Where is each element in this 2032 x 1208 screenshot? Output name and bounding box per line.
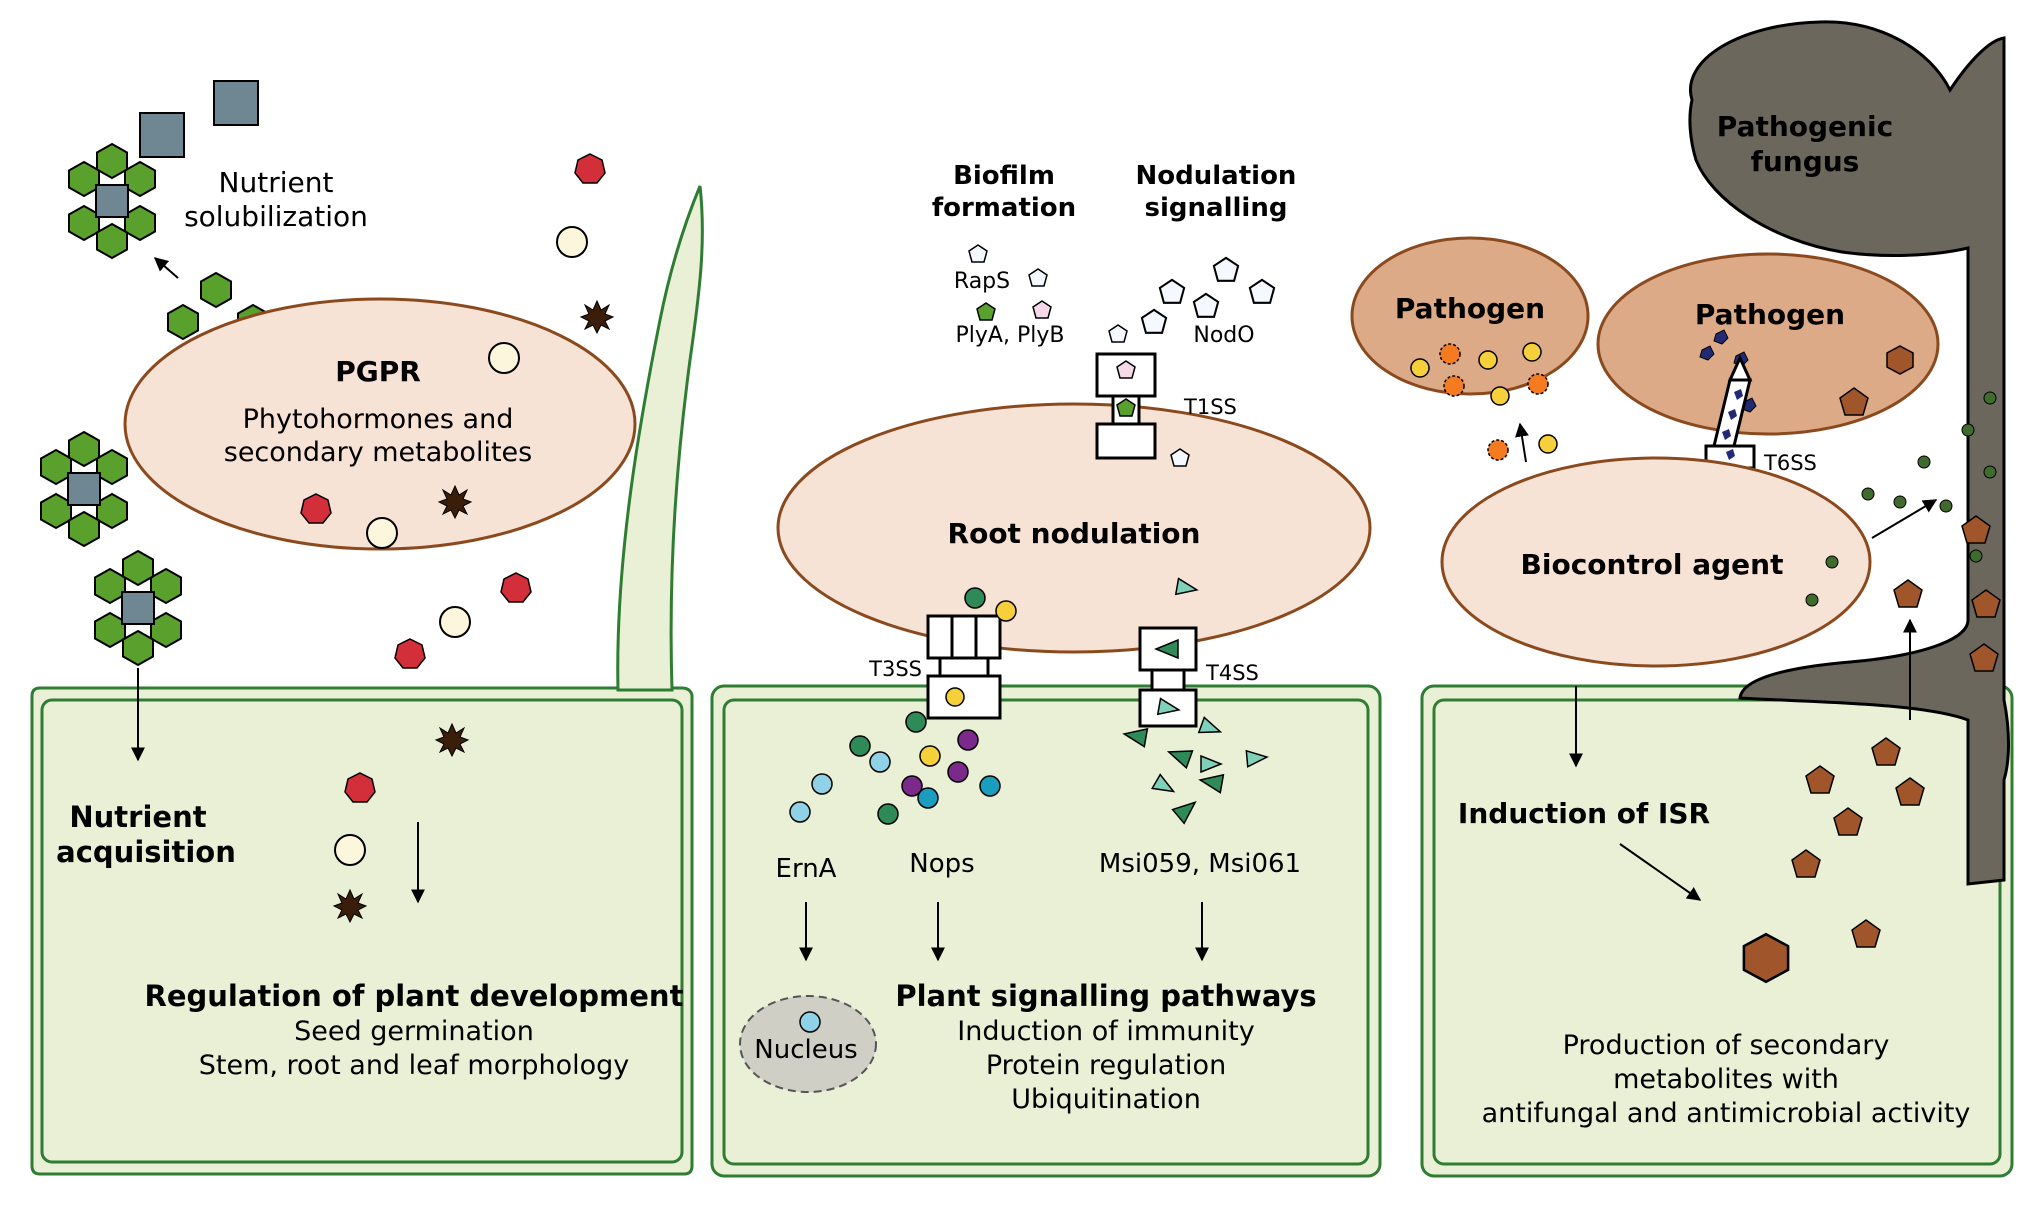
plant-cell-right [1420, 684, 2014, 1178]
t1ss-label: T1SS [1183, 395, 1237, 419]
pathogen-2 [1596, 252, 1940, 436]
nucleus [739, 995, 877, 1093]
plant-cell-left [30, 686, 694, 1176]
competition-arrow [1871, 499, 1938, 539]
secreted-particle [1487, 439, 1509, 461]
erna-in-nucleus [799, 1011, 821, 1033]
biofilm-label-2: formation [932, 193, 1076, 223]
nodulation-signalling-label-2: signalling [1145, 193, 1288, 223]
effector-dot [964, 587, 986, 609]
nodo-label: NodO [1193, 323, 1254, 348]
nutrient-acquisition-label-2: acquisition [56, 835, 236, 869]
regulation-title: Regulation of plant development [145, 979, 684, 1013]
nutrient-solubilization-label-2: solubilization [184, 200, 368, 233]
biocontrol-particles [1805, 455, 1931, 607]
pathogenic-fungus-label-2: fungus [1751, 145, 1860, 178]
t3ss-secretion-system [926, 614, 1002, 720]
fungus-internal-particles [1939, 391, 2001, 672]
nutrient-acquisition-label-1: Nutrient [69, 800, 206, 834]
regulation-item-1: Seed germination [294, 1016, 534, 1047]
raps-label: RapS [954, 269, 1010, 294]
nutrient-solubilization-label-1: Nutrient [219, 166, 334, 199]
t4ss-secretion-system [1138, 626, 1198, 728]
pgpr-text-2: secondary metabolites [224, 437, 532, 468]
regulation-item-2: Stem, root and leaf morphology [199, 1050, 629, 1081]
induction-isr-label: Induction of ISR [1458, 797, 1710, 830]
production-line-1: Production of secondary [1563, 1030, 1890, 1061]
production-line-3: antifungal and antimicrobial activity [1482, 1098, 1971, 1129]
pathogen-2-label: Pathogen [1695, 298, 1845, 331]
secreted-particle [1538, 434, 1558, 454]
pathogen-1-particles [1410, 342, 1549, 406]
plya-plyb-label: PlyA, PlyB [956, 323, 1065, 348]
root-nodulation-label: Root nodulation [948, 517, 1201, 550]
hexagon-cluster-icon [69, 144, 155, 258]
t1ss-secretion-system [1095, 352, 1157, 460]
msi-label: Msi059, Msi061 [1099, 849, 1301, 879]
root-hair [616, 185, 704, 692]
nucleus-label: Nucleus [754, 1035, 857, 1065]
t6ss-label: T6SS [1763, 451, 1817, 475]
pgpr-title: PGPR [335, 355, 421, 388]
solubilization-arrow [153, 257, 179, 279]
brown-metabolite [1893, 579, 1923, 608]
effector-dot [995, 600, 1017, 622]
hexagon-cluster-icon [95, 551, 181, 665]
biofilm-molecules [968, 244, 1052, 321]
pgpr-text-1: Phytohormones and [243, 404, 514, 435]
production-line-2: metabolites with [1613, 1064, 1839, 1095]
nops-label: Nops [909, 849, 974, 879]
nops-effectors [789, 711, 1001, 825]
hexagon-cluster-icon [41, 432, 127, 546]
signalling-item-1: Induction of immunity [957, 1016, 1254, 1047]
pathogenic-fungus [1688, 20, 2010, 886]
signalling-item-3: Ubiquitination [1011, 1084, 1201, 1115]
metabolite-production-arrow [1619, 843, 1702, 901]
biocontrol-agent [1440, 456, 1872, 668]
signalling-title: Plant signalling pathways [895, 979, 1316, 1013]
antibiosis-arrow [1515, 422, 1529, 463]
pathogen-1-label: Pathogen [1395, 292, 1545, 325]
pathogenic-fungus-label-1: Pathogenic [1717, 110, 1893, 143]
root-nodulation-bacterium [776, 402, 1372, 654]
t4ss-label: T4SS [1205, 661, 1259, 685]
erna-label: ErnA [776, 854, 837, 884]
biocontrol-agent-label: Biocontrol agent [1521, 548, 1784, 581]
nutrient-squares [139, 80, 259, 158]
biofilm-label-1: Biofilm [953, 161, 1055, 191]
nodulation-signalling-label-1: Nodulation [1136, 161, 1297, 191]
signalling-item-2: Protein regulation [986, 1050, 1226, 1081]
t3ss-label: T3SS [868, 657, 922, 681]
